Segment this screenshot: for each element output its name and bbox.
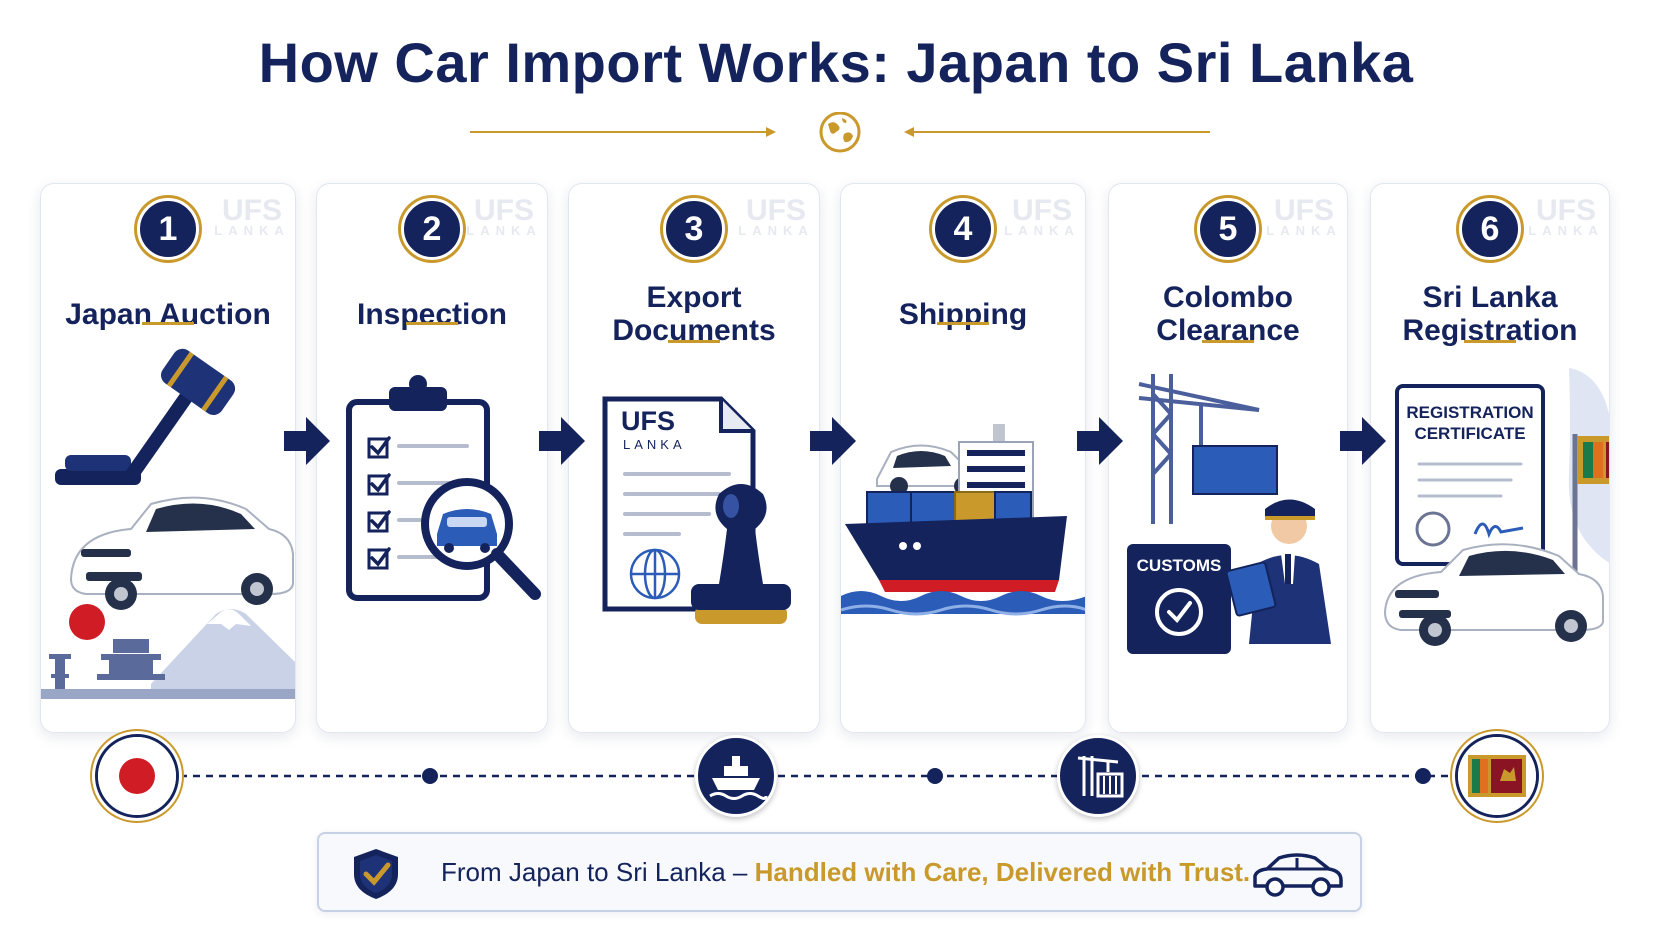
customs-officer-icon: CUSTOMS	[1127, 374, 1331, 654]
step-number: 5	[1197, 198, 1259, 260]
step-number: 2	[401, 198, 463, 260]
gavel-icon	[41, 348, 295, 699]
arrow-right-icon	[1340, 417, 1386, 465]
title-underline	[668, 340, 720, 343]
tagline-banner: From Japan to Sri Lanka – Handled with C…	[317, 832, 1362, 912]
step-title: Japan Auction	[65, 297, 271, 331]
title-underline	[1464, 340, 1516, 343]
document-logo-sub: LANKA	[623, 437, 686, 452]
title-ornament	[470, 112, 1210, 153]
step-title: Inspection	[356, 297, 507, 331]
document-stamp-icon: UFS LANKA	[602, 396, 791, 624]
journey-timeline	[0, 730, 1672, 830]
certificate-subtitle: CERTIFICATE	[1414, 424, 1525, 443]
title-underline	[1202, 340, 1254, 343]
globe-seal-icon	[629, 548, 681, 600]
car-icon	[437, 509, 497, 553]
page-title: How Car Import Works: Japan to Sri Lanka	[258, 31, 1414, 94]
cargo-ship-icon	[841, 424, 1085, 616]
step-number: 3	[663, 198, 725, 260]
timeline-dot	[927, 768, 943, 784]
timeline-dot	[422, 768, 438, 784]
step-number: 1	[137, 198, 199, 260]
title-underline	[142, 322, 194, 325]
japan-flag-icon	[95, 734, 179, 818]
globe-icon	[819, 112, 861, 153]
tagline-highlight: Handled with Care, Delivered with Trust.	[754, 857, 1251, 887]
sri-lanka-flag-icon	[1455, 734, 1539, 818]
car-icon	[1383, 543, 1604, 646]
car-outline-icon	[1253, 853, 1343, 897]
arrow-right-icon	[810, 417, 856, 465]
tagline-text: From Japan to Sri Lanka – Handled with C…	[441, 857, 1251, 887]
ship-icon	[695, 735, 777, 817]
step-number: 4	[932, 198, 994, 260]
car-icon	[69, 496, 294, 610]
registration-certificate-icon: REGISTRATION CERTIFICATE	[1383, 368, 1609, 646]
timeline-dashed-line	[180, 768, 1450, 784]
arrow-right-icon	[284, 417, 330, 465]
step-title: Shipping	[898, 297, 1028, 331]
title-underline	[406, 322, 458, 325]
step-number: 6	[1459, 198, 1521, 260]
shield-check-icon	[354, 849, 398, 899]
arrow-right-icon	[539, 417, 585, 465]
timeline-dot	[1415, 768, 1431, 784]
port-crane-icon	[1057, 735, 1139, 817]
clipboard-checklist-icon	[346, 375, 541, 601]
certificate-title: REGISTRATION	[1406, 403, 1533, 422]
document-logo: UFS	[621, 406, 675, 436]
title-underline	[937, 322, 989, 325]
customs-sign-label: CUSTOMS	[1137, 556, 1222, 575]
arrow-right-icon	[1077, 417, 1123, 465]
